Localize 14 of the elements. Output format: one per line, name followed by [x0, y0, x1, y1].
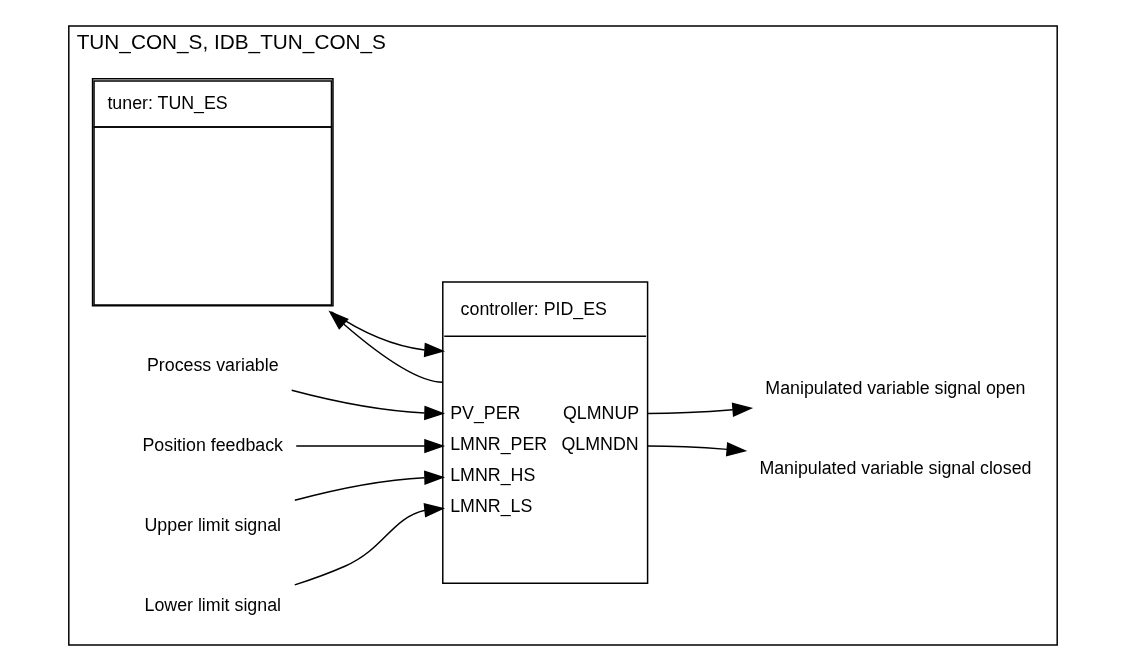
arrow [327, 310, 444, 383]
arrow [295, 438, 445, 454]
arrow [646, 442, 747, 457]
arrow [330, 311, 445, 358]
arrow [293, 470, 445, 501]
node-text: Process variable [146, 354, 279, 375]
node-text: Manipulated variable signal closed [758, 458, 1031, 479]
arrow [646, 402, 753, 417]
arrow [290, 389, 445, 421]
node-text: Lower limit signal [144, 594, 281, 615]
node-text: Position feedback [142, 434, 283, 455]
arrow [293, 503, 445, 586]
node-text: Upper limit signal [144, 514, 281, 535]
node-text: Manipulated variable signal open [764, 378, 1026, 399]
